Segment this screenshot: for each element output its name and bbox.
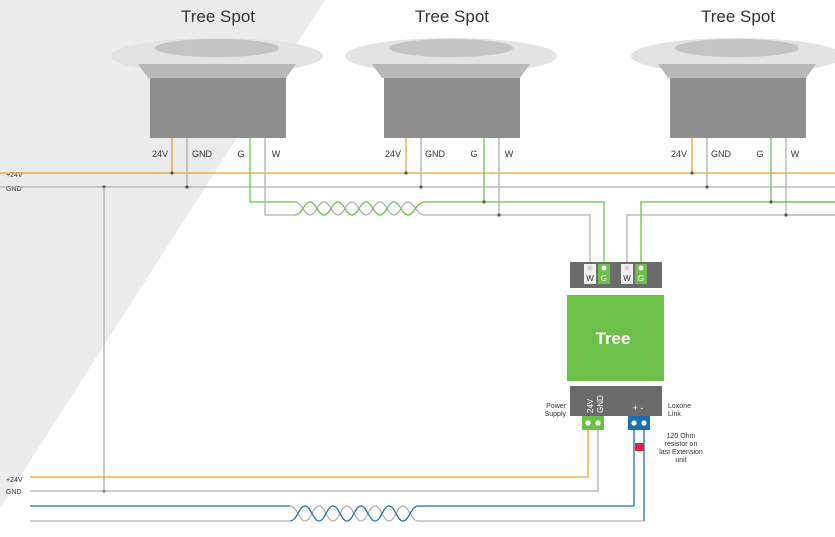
terminal-g — [598, 264, 610, 284]
spot-body — [670, 78, 806, 138]
terminal-g — [635, 264, 647, 284]
spot-lens — [155, 39, 279, 57]
pin-label: 24V — [385, 149, 401, 159]
pin-label: W — [791, 149, 800, 159]
svg-text:unit: unit — [675, 457, 686, 464]
spot-body — [150, 78, 286, 138]
pin-label: G — [756, 149, 763, 159]
spot-ring — [138, 64, 296, 78]
spot-title: Tree Spot — [415, 7, 489, 26]
terminal-label: W — [586, 274, 594, 283]
spot-lens — [675, 39, 799, 57]
terminal-w — [621, 264, 633, 284]
pin-label: GND — [711, 149, 732, 159]
resistor-note: 120 Ohm resistor on last Extension unit — [659, 433, 703, 464]
pin-label: G — [470, 149, 477, 159]
terminal-label: W — [623, 274, 631, 283]
pin-label: 24V — [671, 149, 687, 159]
tree-module-name: Tree — [596, 329, 631, 348]
loxone-link-label-1: Loxone — [668, 403, 691, 410]
svg-text:120 Ohm: 120 Ohm — [667, 433, 696, 440]
svg-text:last Extension: last Extension — [659, 449, 703, 456]
junction-dots — [102, 171, 788, 493]
tree-module: W G W G Tree 24V GND + - — [567, 262, 664, 430]
tree-module-body — [567, 295, 664, 381]
pin-label: 24V — [152, 149, 168, 159]
tree-spot-1: Tree Spot 24V GND G W — [111, 7, 323, 159]
svg-text:resistor on: resistor on — [665, 441, 698, 448]
power-terminal — [582, 416, 604, 430]
link-pins-label: + - — [633, 403, 644, 413]
bus-bottom-24v-wire — [30, 430, 589, 478]
bus-bottom-gnd-wire — [30, 430, 599, 492]
tree-spot-2: Tree Spot 24V GND G W — [345, 7, 557, 159]
bus-bottom-gnd-label: GND — [6, 489, 22, 496]
power-supply-label-1: Power — [546, 403, 567, 410]
spot-body — [384, 78, 520, 138]
pin-label: GND — [192, 149, 213, 159]
terminal-block-bottom — [570, 386, 662, 416]
terminal-block-top — [570, 262, 662, 288]
spot-lens — [389, 39, 513, 57]
twisted-pair-top — [294, 201, 426, 216]
spot-ring — [658, 64, 816, 78]
power-pin-gnd: GND — [596, 395, 605, 413]
bus-top-24v-label: +24V — [6, 172, 23, 179]
spot-ring — [372, 64, 530, 78]
pin-label: GND — [425, 149, 446, 159]
pin-label: W — [272, 149, 281, 159]
resistor — [633, 430, 645, 521]
terminal-label: G — [601, 274, 607, 283]
pin-label: G — [237, 149, 244, 159]
power-supply-label-2: Supply — [545, 411, 567, 418]
terminal-w — [584, 264, 596, 284]
spot-title: Tree Spot — [181, 7, 255, 26]
loxone-link-label-2: Link — [668, 411, 681, 418]
spot-title: Tree Spot — [701, 7, 775, 26]
terminal-label: G — [638, 274, 644, 283]
twisted-pair-bottom — [30, 505, 644, 522]
link-terminal — [628, 416, 650, 430]
tree-spot-3: Tree Spot 24V GND G W — [631, 7, 835, 159]
bus-bottom-24v-label: +24V — [6, 477, 23, 484]
pin-label: W — [505, 149, 514, 159]
bus-top-gnd-label: GND — [6, 186, 22, 193]
power-pin-24v: 24V — [586, 398, 595, 413]
